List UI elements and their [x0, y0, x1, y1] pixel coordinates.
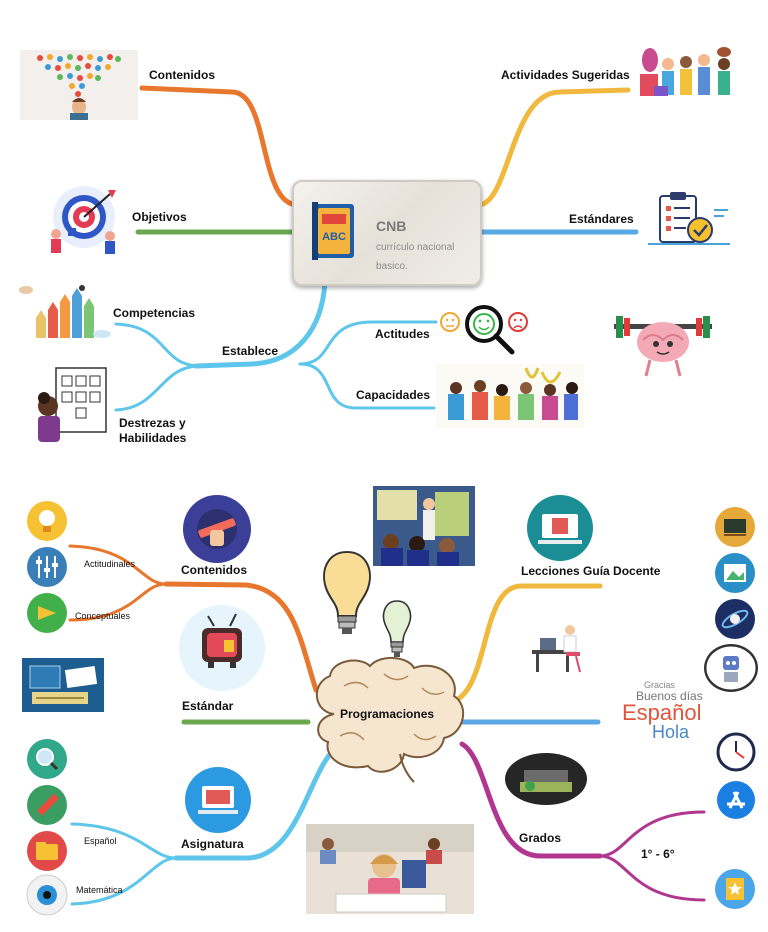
bookmark-star-icon — [715, 869, 755, 909]
contenidos-b-label: Contenidos — [181, 563, 247, 577]
estandares-image — [648, 192, 730, 245]
icons-funnel — [37, 54, 121, 97]
photos-icon — [715, 553, 755, 593]
capacidades-image — [436, 364, 584, 428]
tv-icon — [179, 605, 265, 691]
asignatura-label: Asignatura — [181, 837, 244, 851]
classroom-photo — [373, 486, 475, 566]
eye-icon — [26, 874, 68, 916]
clock-icon — [716, 732, 756, 772]
actitudes-label: Actitudes — [375, 327, 430, 341]
link-capacidades — [298, 362, 436, 410]
play-icon — [27, 593, 67, 633]
chalkboard-icon — [715, 507, 755, 547]
svg-text:ABC: ABC — [322, 231, 346, 243]
grados-image — [505, 753, 587, 805]
link-grados-up — [598, 810, 706, 858]
mixer-icon — [27, 547, 67, 587]
estandar-label: Estándar — [182, 699, 234, 713]
word-hola: Hola — [652, 722, 690, 742]
objetivos-label: Objetivos — [132, 210, 187, 224]
link-matematica — [70, 856, 178, 906]
search-icon — [27, 739, 67, 779]
link-espanol — [70, 822, 178, 860]
cnb-subtitle: currículo nacional basico. — [376, 242, 455, 272]
big-lightbulb-icon — [323, 550, 371, 634]
lightbulb-icon — [27, 501, 67, 541]
actividades-label: Actividades Sugeridas — [501, 68, 630, 82]
estandares-label: Estándares — [569, 212, 634, 226]
actitudinales-label: Actitudinales — [84, 559, 136, 569]
grados-label: Grados — [519, 831, 562, 845]
neutral-face-icon — [440, 312, 460, 332]
app-store-icon — [717, 781, 755, 819]
link-grados-down — [598, 854, 706, 902]
contenidos-image — [20, 50, 138, 120]
abc-book-icon: ABC — [312, 202, 354, 260]
link-actividades — [475, 87, 631, 208]
link-establece — [193, 279, 328, 369]
word-gracias: Gracias — [644, 680, 676, 690]
link-conceptuales — [68, 582, 168, 622]
cnb-title: CNB — [376, 218, 407, 234]
robot-icon — [704, 644, 758, 692]
capacidades-label: Capacidades — [356, 388, 431, 402]
pencil-hand-icon — [183, 495, 251, 563]
conceptuales-label: Conceptuales — [75, 611, 131, 621]
actividades-image — [640, 47, 731, 96]
contenidos-label: Contenidos — [149, 68, 215, 82]
establece-label: Establece — [222, 344, 279, 358]
brain-lifting-image — [614, 316, 712, 377]
espanol-label: Español — [84, 836, 117, 846]
teacher-desk-image — [532, 625, 581, 673]
matematica-label: Matemática — [76, 885, 123, 895]
link-destrezas — [114, 364, 202, 412]
link-lecciones — [449, 583, 603, 705]
happy-face-icon — [473, 313, 495, 335]
small-lightbulb-icon — [382, 600, 412, 657]
grados-range-label: 1° - 6° — [641, 847, 675, 861]
word-espanol: Español — [622, 700, 702, 725]
laptop-icon — [185, 767, 251, 833]
destrezas-image — [38, 367, 107, 442]
blueprint-image — [22, 658, 104, 712]
folder-icon — [27, 831, 67, 871]
actitudes-image — [440, 305, 528, 355]
programaciones-label: Programaciones — [340, 707, 435, 721]
lecciones-label: Lecciones Guía Docente — [521, 564, 661, 578]
sad-face-icon — [508, 312, 528, 332]
spanish-word-cloud: Gracias Buenos días Español Hola — [622, 680, 703, 742]
lesson-computer-icon — [527, 495, 593, 561]
objetivos-image — [51, 186, 116, 254]
word-buenos-dias: Buenos días — [636, 689, 703, 703]
link-competencias — [114, 322, 202, 368]
students-photo — [306, 824, 474, 914]
link-grados — [459, 741, 603, 859]
link-contenidos — [139, 85, 301, 208]
link-actitudes — [298, 320, 438, 366]
competencias-image — [19, 285, 111, 338]
link-contenidos-b — [163, 581, 319, 693]
brain-icon — [315, 657, 464, 783]
rocket-icon — [715, 599, 755, 639]
competencias-label: Competencias — [113, 306, 196, 320]
link-actitudinales — [68, 544, 168, 586]
cnb-center-node: ABC CNB currículo nacional basico. — [292, 180, 482, 286]
pencil-icon — [27, 785, 67, 825]
destrezas-label: Destrezas y Habilidades — [119, 416, 187, 445]
